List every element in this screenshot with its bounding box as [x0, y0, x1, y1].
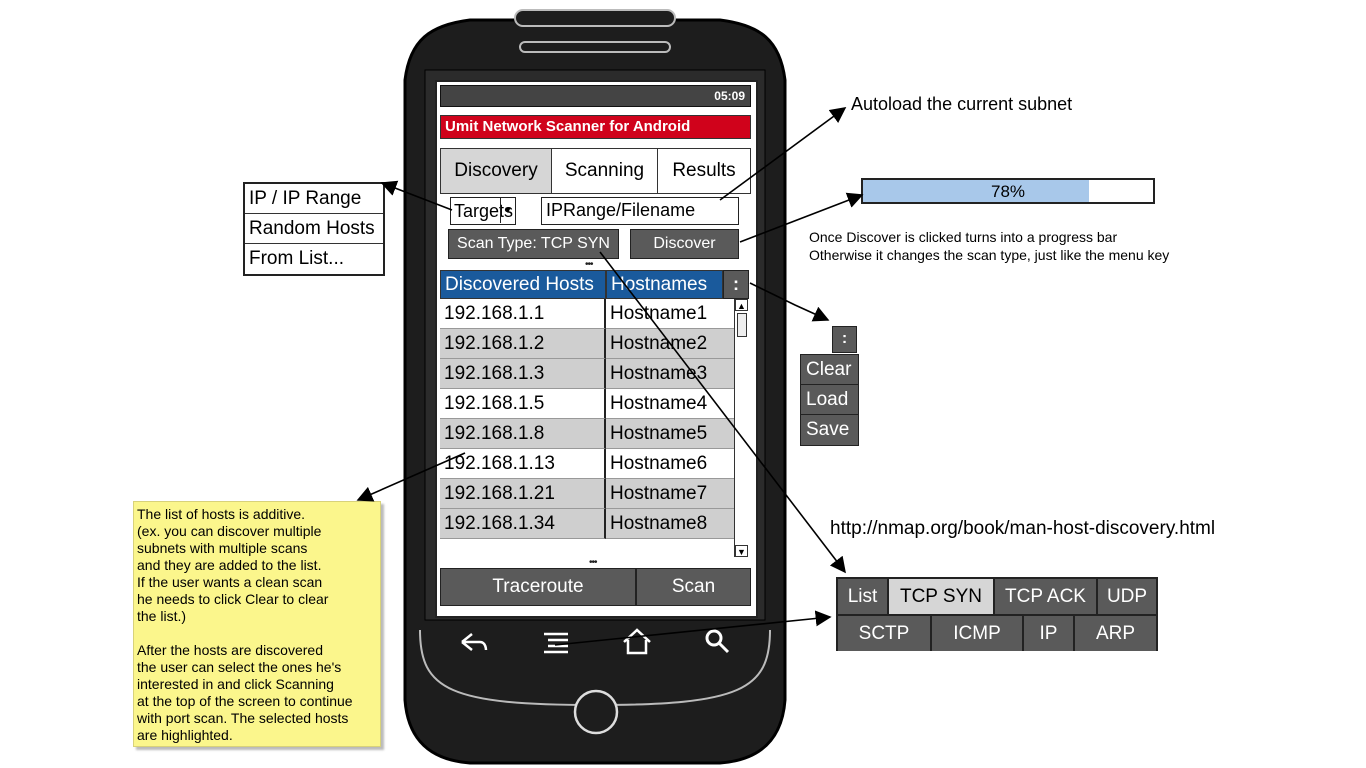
resize-handle-top[interactable]: ••• — [585, 259, 593, 270]
host-ip-cell: 192.168.1.1 — [440, 299, 606, 329]
hostname-cell: Hostname8 — [606, 509, 734, 539]
hostname-cell: Hostname2 — [606, 329, 734, 359]
menu-item-load[interactable]: Load — [801, 385, 858, 415]
progress-bar: 78% — [861, 178, 1155, 204]
table-menu-icon[interactable]: : — [723, 270, 749, 299]
targets-option[interactable]: From List... — [249, 248, 345, 269]
host-ip-cell: 192.168.1.5 — [440, 389, 606, 419]
menu-item-save[interactable]: Save — [801, 415, 858, 445]
hostname-cell: Hostname7 — [606, 479, 734, 509]
context-menu-kebab-icon[interactable]: : — [832, 326, 857, 353]
tab-scanning[interactable]: Scanning — [552, 149, 658, 193]
ip-range-input[interactable]: IPRange/Filename — [541, 197, 739, 225]
caption-line: Otherwise it changes the scan type, just… — [809, 247, 1170, 263]
targets-option[interactable]: Random Hosts — [245, 214, 383, 244]
progress-caption: Once Discover is clicked turns into a pr… — [809, 228, 1169, 264]
menu-item-clear[interactable]: Clear — [801, 355, 858, 385]
col-header-label: Hostnames — [611, 274, 708, 295]
scroll-thumb[interactable] — [737, 313, 747, 337]
scroll-up-icon[interactable]: ▲ — [735, 299, 748, 311]
traceroute-button[interactable]: Traceroute — [441, 569, 637, 605]
targets-label: Targets — [454, 201, 514, 221]
nmap-url: http://nmap.org/book/man-host-discovery.… — [830, 518, 1216, 539]
resize-handle-bottom[interactable]: ••• — [589, 557, 597, 568]
triangle-down-icon: ▼ — [500, 198, 515, 223]
context-menu: Clear Load Save — [800, 354, 859, 446]
host-ip-cell: 192.168.1.3 — [440, 359, 606, 389]
host-ip-cell: 192.168.1.13 — [440, 449, 606, 479]
col-header-hostnames: Hostnames — [606, 270, 723, 299]
autoload-note: Autoload the current subnet — [851, 94, 1073, 114]
host-ip-cell: 192.168.1.2 — [440, 329, 606, 359]
tab-discovery[interactable]: Discovery — [441, 149, 552, 193]
scan-type-ip[interactable]: IP — [1024, 616, 1075, 651]
scrollbar[interactable]: ▲ ▼ — [734, 299, 748, 557]
scan-button[interactable]: Scan — [637, 569, 750, 605]
scan-type-list[interactable]: List — [838, 579, 889, 614]
scan-type-grid: List TCP SYN TCP ACK UDP SCTP ICMP IP AR… — [836, 577, 1158, 651]
col-header-discovered-hosts: Discovered Hosts — [440, 270, 606, 299]
host-ip-cell: 192.168.1.21 — [440, 479, 606, 509]
back-icon[interactable] — [461, 633, 488, 651]
scan-type-tcp-syn[interactable]: TCP SYN — [889, 579, 995, 614]
status-time: 05:09 — [714, 89, 745, 103]
hostname-cell: Hostname1 — [606, 299, 734, 329]
scan-type-sctp[interactable]: SCTP — [838, 616, 932, 651]
phone-screen: 05:09 Umit Network Scanner for Android D… — [435, 80, 758, 618]
col-header-label: Discovered Hosts — [445, 274, 594, 295]
scan-type-icmp[interactable]: ICMP — [932, 616, 1024, 651]
tab-bar: Discovery Scanning Results — [440, 148, 751, 194]
hostname-cell: Hostname5 — [606, 419, 734, 449]
scan-type-button[interactable]: Scan Type: TCP SYN — [448, 229, 619, 259]
tab-results[interactable]: Results — [672, 160, 736, 181]
app-title-bar: Umit Network Scanner for Android — [440, 115, 751, 139]
caption-line: Once Discover is clicked turns into a pr… — [809, 229, 1118, 245]
progress-percent: 78% — [990, 182, 1026, 201]
scroll-down-icon[interactable]: ▼ — [735, 545, 748, 557]
hostname-cell: Hostname6 — [606, 449, 734, 479]
sticky-note: The list of hosts is additive. (ex. you … — [133, 501, 381, 747]
bottom-action-bar: Traceroute Scan — [440, 568, 751, 606]
status-bar: 05:09 — [440, 85, 751, 107]
hostname-cell: Hostname3 — [606, 359, 734, 389]
hostname-cell: Hostname4 — [606, 389, 734, 419]
host-ip-cell: 192.168.1.8 — [440, 419, 606, 449]
host-ip-cell: 192.168.1.34 — [440, 509, 606, 539]
targets-options-list: IP / IP Range Random Hosts From List... — [243, 182, 385, 276]
discover-button[interactable]: Discover — [630, 229, 739, 259]
targets-dropdown[interactable]: Targets ▼ — [450, 197, 516, 225]
scan-type-udp[interactable]: UDP — [1098, 579, 1156, 614]
targets-option[interactable]: IP / IP Range — [245, 184, 383, 214]
app-title: Umit Network Scanner for Android — [445, 118, 691, 135]
scan-type-tcp-ack[interactable]: TCP ACK — [995, 579, 1098, 614]
progress-fill — [863, 180, 1090, 202]
scan-type-arp[interactable]: ARP — [1075, 616, 1156, 651]
